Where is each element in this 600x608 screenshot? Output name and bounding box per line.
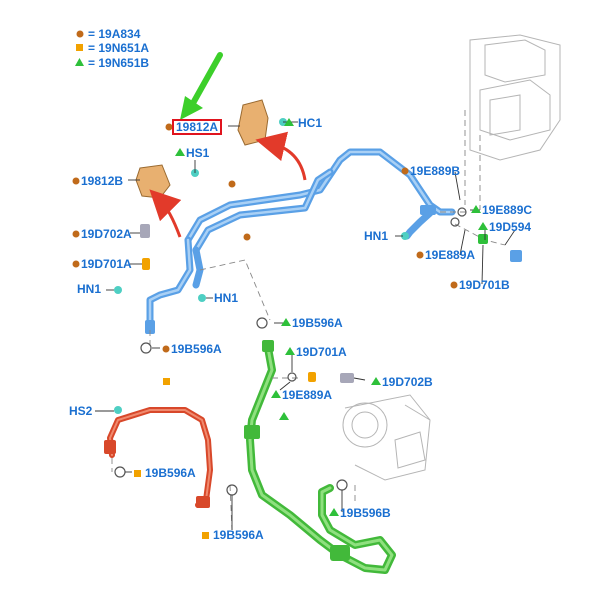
arrow-red-to-19812b — [149, 189, 182, 238]
label-hn1-mid: HN1 — [214, 291, 238, 305]
legend-item-19a834: = 19A834 — [88, 27, 141, 41]
valve-19d701b — [478, 234, 488, 244]
part-labels: 19812A HC1 HS1 19812B 19E889B 19E889C HN… — [69, 116, 532, 542]
legend: = 19A834 = 19N651A = 19N651B — [75, 27, 149, 70]
legend-item-19n651b: = 19N651B — [88, 56, 149, 70]
label-19d701a-mid: 19D701A — [296, 345, 347, 359]
nut-hn1-mid — [198, 294, 206, 302]
label-19d701b: 19D701B — [459, 278, 510, 292]
red-pipe-assembly — [104, 407, 213, 508]
label-19d594: 19D594 — [489, 220, 531, 234]
label-19d702a-top: 19D702A — [81, 227, 132, 241]
red-arrows — [149, 131, 307, 238]
part-markers — [163, 180, 289, 420]
bolt-hs2 — [114, 406, 122, 414]
legend-item-19n651a: = 19N651A — [88, 41, 149, 55]
blue-pipe-assembly — [145, 148, 456, 334]
green-pipe-assembly — [244, 340, 396, 574]
o-ring-19e889c — [457, 207, 467, 217]
cap-19d702a — [140, 224, 150, 238]
label-19d702b: 19D702B — [382, 375, 433, 389]
label-19e889a-mid: 19E889A — [282, 388, 332, 402]
highlight-box — [172, 119, 222, 135]
valve-core-19d701a-mid — [308, 372, 316, 382]
label-19b596b: 19B596B — [340, 506, 391, 520]
label-19b596a-mid: 19B596A — [292, 316, 343, 330]
legend-circle-icon — [76, 30, 84, 38]
leader-lines — [95, 121, 516, 530]
label-hc1: HC1 — [298, 116, 322, 130]
hvac-housing-ghost — [464, 34, 561, 210]
expansion-valve-19812a — [237, 99, 269, 146]
label-19e889c: 19E889C — [482, 203, 532, 217]
label-19d701a-top: 19D701A — [81, 257, 132, 271]
o-ring-19b596a-bottom — [226, 484, 238, 496]
label-hs1: HS1 — [186, 146, 210, 160]
label-19812b: 19812B — [81, 174, 123, 188]
label-19e889a-top: 19E889A — [425, 248, 475, 262]
o-ring-19b596b — [336, 479, 348, 491]
label-19b596a-left: 19B596A — [171, 342, 222, 356]
expansion-valve-19812b — [135, 164, 171, 199]
label-hn1-left: HN1 — [77, 282, 101, 296]
valve-core-19d701a — [142, 258, 150, 270]
label-19b596a-bottom: 19B596A — [213, 528, 264, 542]
label-19b596a-red: 19B596A — [145, 466, 196, 480]
nut-hn1-left — [114, 286, 122, 294]
small-parts — [114, 99, 522, 496]
green-pointer-arrow — [180, 52, 223, 120]
compressor-ghost — [342, 394, 431, 481]
legend-square-icon — [76, 44, 83, 51]
label-19812a: 19812A — [176, 120, 218, 134]
o-ring-19b596a-red — [114, 466, 126, 478]
o-ring-19e889a-mid — [287, 372, 297, 382]
sensor-19d594 — [510, 250, 522, 262]
label-19e889b: 19E889B — [410, 164, 460, 178]
label-hn1-right: HN1 — [364, 229, 388, 243]
cap-19d702b — [340, 373, 354, 383]
arrow-red-to-19812a — [255, 131, 307, 181]
legend-triangle-icon — [75, 58, 84, 66]
o-ring-19b596a-mid — [256, 317, 268, 329]
o-ring-19e889a-top — [450, 217, 460, 227]
label-hs2: HS2 — [69, 404, 93, 418]
nut-hn1-right — [401, 232, 409, 240]
o-ring-19b596a-left — [140, 342, 152, 354]
